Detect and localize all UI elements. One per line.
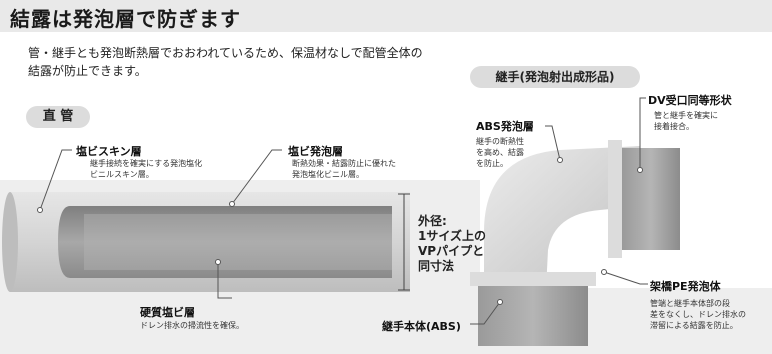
abs-foam-desc-1: 継手の断熱性: [476, 137, 524, 146]
pipe-end: [2, 192, 18, 292]
abs-foam-desc-3: を防止。: [476, 159, 508, 168]
fitting-body-title: 継手本体(ABS): [382, 320, 461, 333]
straight-pipe-heading: 直 管: [26, 106, 90, 128]
outer-diameter-note: 外径: 1サイズ上の VPパイプと 同寸法: [418, 214, 486, 274]
elbow-socket-bottom: [478, 286, 588, 346]
dv-shape-desc-1: 管と継手を確実に: [654, 111, 718, 120]
pipe-bore: [58, 206, 392, 278]
hard-layer-title: 硬質塩ビ層: [140, 306, 195, 319]
elbow-socket-top: [622, 148, 680, 250]
dv-shape-title: DV受口同等形状: [648, 94, 732, 107]
outer-diameter-line-4: 同寸法: [418, 259, 455, 273]
pe-foam-desc-3: 滞留による結露を防止。: [650, 321, 738, 330]
abs-foam-desc-2: を高め、結露: [476, 148, 524, 157]
foam-layer-desc: 断熱効果・結露防止に優れた 発泡塩化ビニル層。: [292, 158, 396, 180]
foam-layer-desc-2: 発泡塩化ビニル層。: [292, 170, 364, 179]
skin-layer-desc-1: 継手接続を確実にする発泡塩化: [90, 159, 203, 168]
skin-layer-desc: 継手接続を確実にする発泡塩化 ビニルスキン層。: [90, 158, 202, 180]
pipe-inner-surface: [84, 214, 392, 270]
skin-layer-desc-2: ビニルスキン層。: [90, 170, 154, 179]
skin-layer-title: 塩ビスキン層: [76, 145, 142, 158]
outer-diameter-line-3: VPパイプと: [418, 244, 485, 258]
abs-foam-desc: 継手の断熱性 を高め、結露 を防止。: [476, 136, 524, 169]
intro-text: 管・継手とも発泡断熱層でおおわれているため、保温材なしで配管全体の 結露が防止で…: [28, 44, 423, 80]
abs-foam-title: ABS発泡層: [476, 120, 534, 133]
pe-foam-desc: 管端と継手本体部の段 差をなくし、ドレン排水の 滞留による結露を防止。: [650, 298, 746, 331]
title-band: [0, 0, 772, 32]
fitting-heading: 継手(発泡射出成形品): [470, 66, 640, 88]
foam-layer-desc-1: 断熱効果・結露防止に優れた: [292, 159, 396, 168]
intro-line-1: 管・継手とも発泡断熱層でおおわれているため、保温材なしで配管全体の: [28, 46, 423, 60]
pe-foam-title: 架橋PE発泡体: [650, 280, 721, 293]
page-title: 結露は発泡層で防ぎます: [10, 7, 241, 31]
dv-shape-desc-2: 接着接合。: [654, 122, 694, 131]
background-band-bottom: [0, 288, 772, 354]
outer-diameter-line-2: 1サイズ上の: [418, 229, 486, 243]
elbow-body: [484, 146, 640, 290]
hard-layer-desc: ドレン排水の掃流性を確保。: [140, 321, 244, 330]
pe-foam-desc-2: 差をなくし、ドレン排水の: [650, 310, 746, 319]
intro-line-2: 結露が防止できます。: [28, 64, 147, 78]
dv-shape-desc: 管と継手を確実に 接着接合。: [654, 110, 718, 132]
pe-foam-desc-1: 管端と継手本体部の段: [650, 299, 730, 308]
outer-diameter-line-1: 外径:: [418, 214, 447, 228]
foam-layer-title: 塩ビ発泡層: [288, 145, 343, 158]
